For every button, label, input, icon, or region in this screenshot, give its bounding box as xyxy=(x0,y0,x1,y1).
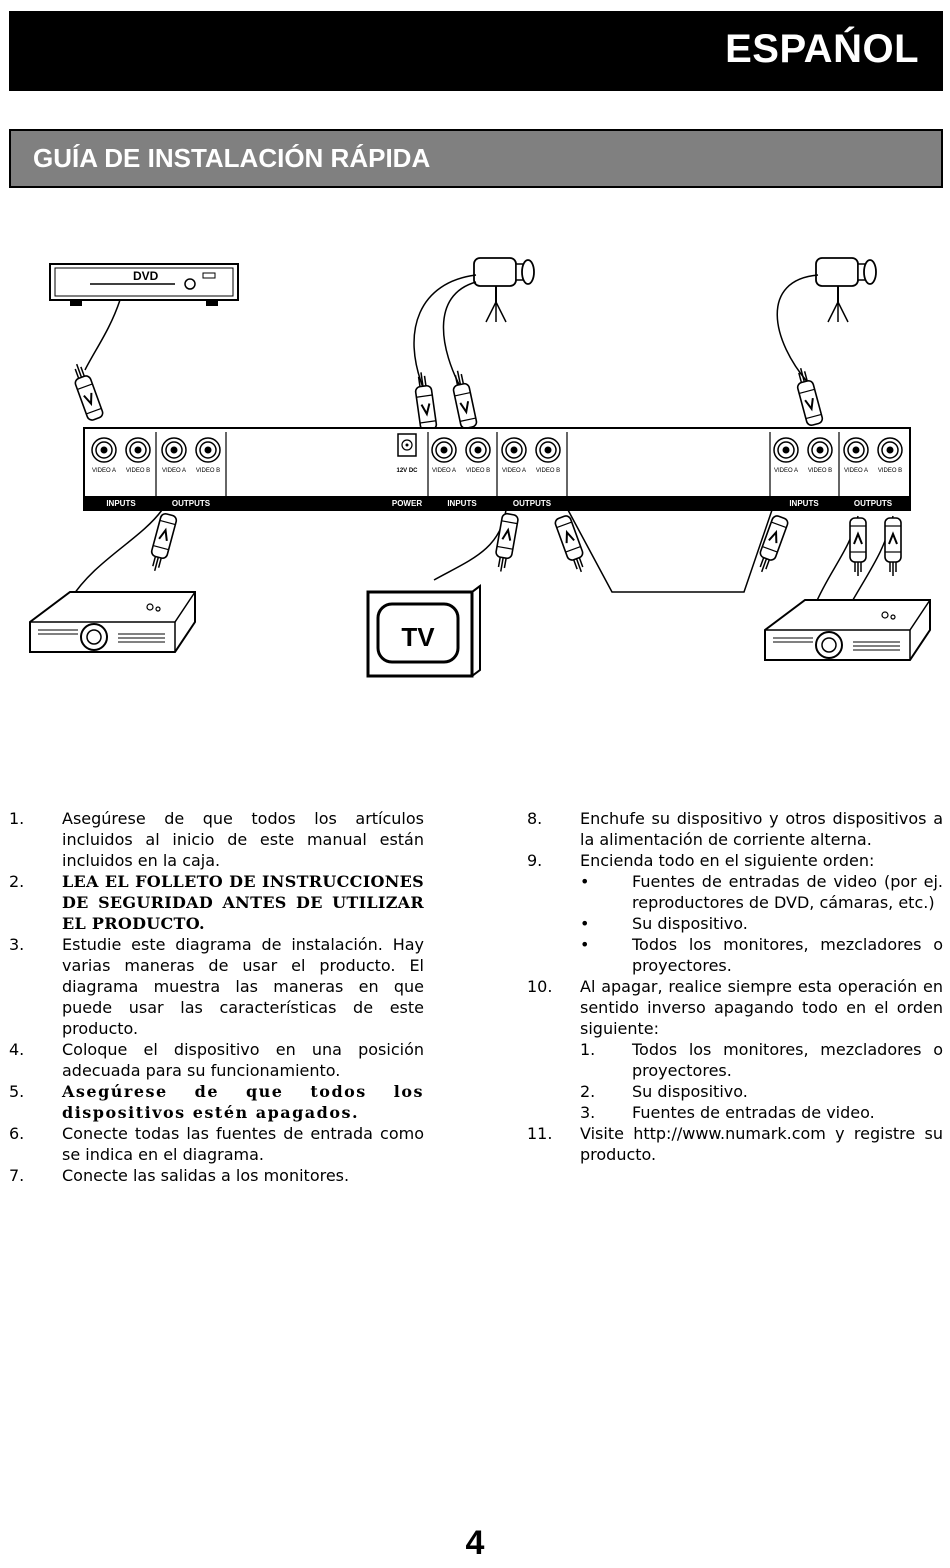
sub-step-item: 1. Todos los monitores, mezcladores o pro… xyxy=(580,1039,943,1081)
bullet-item: • Su dispositivo. xyxy=(580,913,943,934)
step-item: 11. Visite http://www.numark.com y regis… xyxy=(527,1123,943,1165)
dc-label: 12V DC xyxy=(396,468,418,474)
step-number: 5. xyxy=(9,1082,25,1101)
jack-label: VIDEO A xyxy=(774,468,798,474)
inputs-label: INPUTS xyxy=(106,499,136,508)
instructions-right-column: 8. Enchufe su dispositivo y otros dispos… xyxy=(527,808,943,1165)
step-text: Asegúrese de que todos los artículos inc… xyxy=(62,809,424,870)
step-number: 8. xyxy=(527,809,543,828)
jack-label: VIDEO B xyxy=(808,468,832,474)
step-item: 2. LEA EL FOLLETO DE INSTRUCCIONES DE SE… xyxy=(9,871,424,934)
projector-icon xyxy=(764,599,931,661)
outputs-label: OUTPUTS xyxy=(513,499,552,508)
step-text: Estudie este diagrama de instalación. Ha… xyxy=(62,935,424,1038)
installation-diagram: DVD xyxy=(29,257,931,678)
step-item: 4. Coloque el dispositivo en una posició… xyxy=(9,1039,424,1081)
power-label: POWER xyxy=(392,499,422,508)
sub-step-item: 2. Su dispositivo. xyxy=(580,1081,943,1102)
step-number: 6. xyxy=(9,1124,25,1143)
bullet-item: • Fuentes de entradas de video (por ej. r… xyxy=(580,871,943,913)
step-item: 1. Asegúrese de que todos los artículos … xyxy=(9,808,424,871)
video-camera-icon xyxy=(473,257,535,323)
step-text: Coloque el dispositivo en una posición a… xyxy=(62,1040,424,1080)
dvd-player-icon: DVD xyxy=(49,263,239,306)
step-item: 7. Conecte las salidas a los monitores. xyxy=(9,1165,424,1186)
jack-label: VIDEO A xyxy=(432,468,456,474)
step-number: 11. xyxy=(527,1124,553,1143)
step-number: 3. xyxy=(9,935,25,954)
step-item: 8. Enchufe su dispositivo y otros dispos… xyxy=(527,808,943,850)
bullet-text: Su dispositivo. xyxy=(632,914,748,933)
rca-plug xyxy=(884,517,902,577)
step-number: 2. xyxy=(9,872,25,891)
dvd-label: DVD xyxy=(133,269,159,283)
language-banner: ESPAŃOL xyxy=(9,11,943,91)
sub-step-number: 2. xyxy=(580,1082,596,1101)
rca-plug xyxy=(448,368,479,431)
step-number: 1. xyxy=(9,809,25,828)
jack-label: VIDEO A xyxy=(502,468,526,474)
jack-label: VIDEO A xyxy=(844,468,868,474)
step-item: 10. Al apagar, realice siempre esta oper… xyxy=(527,976,943,1123)
step-number: 7. xyxy=(9,1166,25,1185)
sub-step-text: Su dispositivo. xyxy=(632,1082,748,1101)
step-text: Enchufe su dispositivo y otros dispositi… xyxy=(580,809,943,849)
video-camera-icon xyxy=(815,257,877,323)
sub-step-number: 1. xyxy=(580,1040,596,1059)
step-number: 4. xyxy=(9,1040,25,1059)
bullet-item: • Todos los monitores, mezcladores o proy… xyxy=(580,934,943,976)
rca-plug xyxy=(791,365,825,428)
step-text: Al apagar, realice siempre esta operació… xyxy=(580,977,943,1038)
jack-label: VIDEO B xyxy=(878,468,902,474)
instructions-left-column: 1. Asegúrese de que todos los artículos … xyxy=(9,808,424,1186)
step-text-bold: Asegúrese de que todos los dispositivos … xyxy=(62,1082,424,1122)
step-text: Encienda todo en el siguiente orden: xyxy=(580,851,875,870)
step-text: Conecte todas las fuentes de entrada com… xyxy=(62,1124,424,1164)
jack-label: VIDEO B xyxy=(536,468,560,474)
rca-plug xyxy=(552,513,590,576)
jack-label: VIDEO B xyxy=(196,468,220,474)
bullet-icon: • xyxy=(580,935,590,954)
sub-step-text: Todos los monitores, mezcladores o proye… xyxy=(632,1040,943,1080)
step-item: 9. Encienda todo en el siguiente orden: … xyxy=(527,850,943,976)
language-title: ESPAŃOL xyxy=(725,27,919,71)
jack-label: VIDEO B xyxy=(126,468,150,474)
jack-label: VIDEO A xyxy=(162,468,186,474)
bullet-text: Todos los monitores, mezcladores o proye… xyxy=(632,935,943,975)
sub-step-number: 3. xyxy=(580,1103,596,1122)
section-title: GUÍA DE INSTALACIÓN RÁPIDA xyxy=(33,143,431,173)
tv-label: TV xyxy=(401,622,435,652)
outputs-label: OUTPUTS xyxy=(854,499,893,508)
page-number: 4 xyxy=(465,1524,485,1562)
tv-icon: TV xyxy=(366,584,481,678)
step-text: Conecte las salidas a los monitores. xyxy=(62,1166,350,1185)
step-number: 10. xyxy=(527,977,553,996)
sub-step-text: Fuentes de entradas de video. xyxy=(632,1103,875,1122)
bullet-text: Fuentes de entradas de video (por ej. re… xyxy=(632,872,943,912)
inputs-label: INPUTS xyxy=(447,499,477,508)
device-rear-panel xyxy=(83,427,911,511)
outputs-label: OUTPUTS xyxy=(172,499,211,508)
step-text-bold: LEA EL FOLLETO DE INSTRUCCIONES DE SEGUR… xyxy=(62,872,424,933)
bullet-icon: • xyxy=(580,872,590,891)
rca-plug xyxy=(412,370,438,432)
bullet-icon: • xyxy=(580,914,590,933)
jack-label: VIDEO A xyxy=(92,468,116,474)
step-item: 3. Estudie este diagrama de instalación.… xyxy=(9,934,424,1039)
jack-label: VIDEO B xyxy=(466,468,490,474)
step-item: 5. Asegúrese de que todos los dispositiv… xyxy=(9,1081,424,1123)
rca-plug xyxy=(491,511,520,574)
sub-step-item: 3. Fuentes de entradas de video. xyxy=(580,1102,943,1123)
rca-plug xyxy=(68,360,106,423)
step-text: Visite http://www.numark.com y registre … xyxy=(580,1124,943,1164)
section-header: GUÍA DE INSTALACIÓN RÁPIDA xyxy=(9,129,943,188)
projector-icon xyxy=(29,591,196,653)
inputs-label: INPUTS xyxy=(789,499,819,508)
rca-plug xyxy=(849,517,867,577)
step-item: 6. Conecte todas las fuentes de entrada … xyxy=(9,1123,424,1165)
step-number: 9. xyxy=(527,851,543,870)
